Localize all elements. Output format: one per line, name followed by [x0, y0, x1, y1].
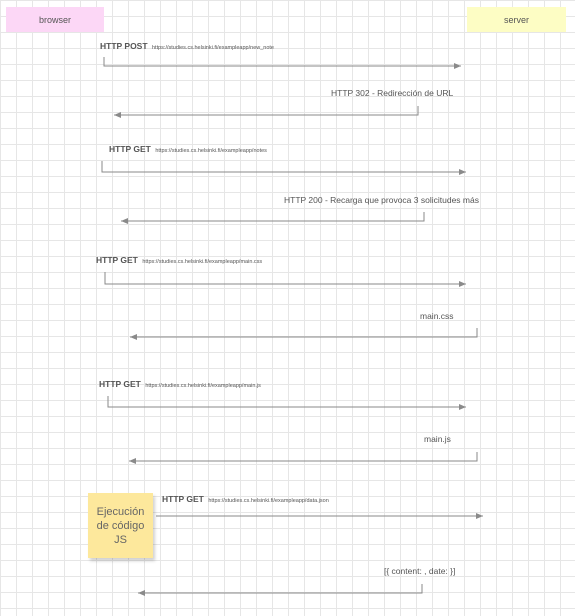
- message-7-method: HTTP GET: [99, 379, 141, 389]
- message-3-arrow: [101, 161, 466, 175]
- message-10-label: [{ content: , date: }]: [384, 566, 456, 576]
- server-actor-label: server: [503, 14, 529, 25]
- message-7-url: https://studies.cs.helsinki.fi/exampleap…: [145, 383, 261, 389]
- message-4-arrow: [121, 212, 425, 224]
- message-5-method: HTTP GET: [96, 255, 138, 265]
- message-3-label: HTTP GET https://studies.cs.helsinki.fi/…: [109, 142, 267, 157]
- browser-actor: browser: [6, 7, 104, 32]
- js-execution-note: Ejecución de código JS: [88, 493, 153, 558]
- message-7-label: HTTP GET https://studies.cs.helsinki.fi/…: [99, 377, 261, 392]
- message-9-method: HTTP GET: [162, 494, 204, 504]
- browser-actor-label: browser: [38, 14, 71, 25]
- message-10-arrow: [138, 584, 423, 596]
- message-2-arrow: [114, 106, 419, 118]
- message-8-arrow: [129, 452, 478, 464]
- message-7-arrow: [107, 396, 466, 410]
- message-1-arrow: [103, 57, 461, 69]
- message-6-arrow: [130, 328, 478, 340]
- message-3-url: https://studies.cs.helsinki.fi/exampleap…: [155, 148, 267, 154]
- message-9-url: https://studies.cs.helsinki.fi/exampleap…: [208, 498, 329, 504]
- message-8-label: main.js: [424, 434, 451, 444]
- message-9-label: HTTP GET https://studies.cs.helsinki.fi/…: [162, 492, 329, 507]
- message-2-label: HTTP 302 - Redirección de URL: [331, 88, 454, 98]
- message-5-label: HTTP GET https://studies.cs.helsinki.fi/…: [96, 253, 262, 268]
- message-1-method: HTTP POST: [100, 41, 148, 51]
- js-execution-note-text: Ejecución de código JS: [96, 505, 145, 546]
- message-5-url: https://studies.cs.helsinki.fi/exampleap…: [142, 259, 263, 265]
- message-3-method: HTTP GET: [109, 144, 151, 154]
- message-5-arrow: [104, 272, 466, 287]
- server-actor: server: [467, 7, 566, 32]
- message-6-label: main.css: [420, 311, 454, 321]
- message-1-label: HTTP POST https://studies.cs.helsinki.fi…: [100, 39, 274, 54]
- message-1-url: https://studies.cs.helsinki.fi/exampleap…: [152, 45, 274, 51]
- message-4-label: HTTP 200 - Recarga que provoca 3 solicit…: [284, 195, 479, 205]
